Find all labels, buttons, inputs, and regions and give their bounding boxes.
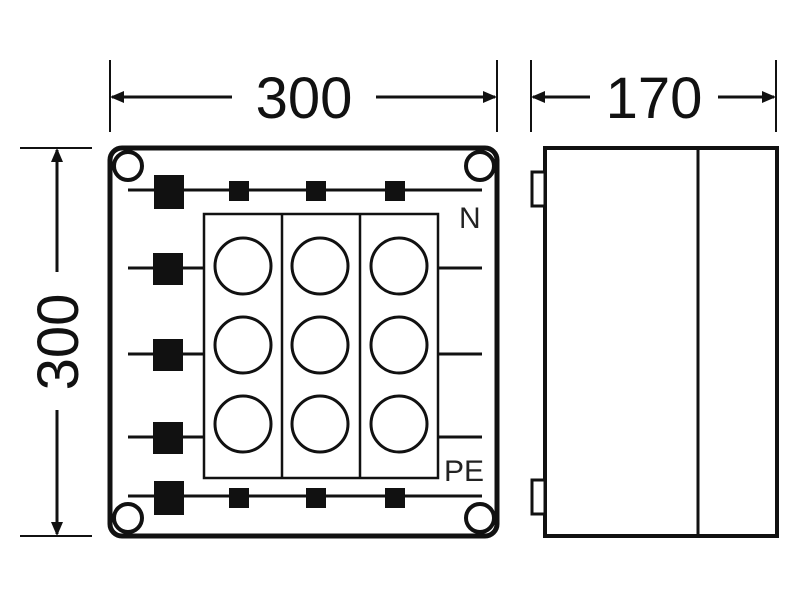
hinge-icon: [530, 478, 547, 516]
neutral-label: N: [459, 202, 481, 235]
terminal-block: [153, 339, 183, 371]
front-width-value: 300: [256, 66, 353, 131]
side-depth-value: 170: [606, 66, 703, 131]
front-height-dimension: 300: [20, 147, 92, 537]
terminal-block: [153, 422, 183, 454]
busbar-terminal-small: [385, 181, 405, 201]
fuse-holder-icon: [213, 315, 273, 375]
side-depth-dimension: 170: [530, 60, 777, 132]
busbar-terminal-small: [306, 181, 326, 201]
pe-busbar: [128, 481, 482, 515]
phase-row-1: [128, 253, 482, 285]
busbar-terminal-small: [385, 488, 405, 508]
busbar-terminal-small: [229, 181, 249, 201]
hinge-icon: [530, 170, 547, 208]
phase-row-3: [128, 422, 482, 454]
fuse-holder-icon: [369, 394, 429, 454]
front-height-value: 300: [26, 294, 91, 391]
fuse-holder-icon: [369, 315, 429, 375]
enclosure-outline: [107, 145, 500, 539]
busbar-terminal-large: [154, 481, 184, 515]
fuse-holder-icon: [213, 236, 273, 296]
pe-label: PE: [444, 455, 484, 488]
corner-screw-icon: [464, 502, 496, 534]
corner-screw-icon: [464, 150, 496, 182]
fuse-holder-icon: [290, 315, 350, 375]
terminal-block: [153, 253, 183, 285]
fuse-holder-icon: [290, 236, 350, 296]
front-width-dimension: 300: [109, 60, 498, 132]
side-outline: [543, 146, 779, 538]
phase-row-2: [128, 339, 482, 371]
fuse-holder-icon: [369, 236, 429, 296]
neutral-busbar: [128, 175, 482, 209]
corner-screw-icon: [112, 150, 144, 182]
busbar-terminal-small: [306, 488, 326, 508]
fuse-holder-icon: [290, 394, 350, 454]
fuse-holder-block: [202, 212, 440, 480]
corner-screw-icon: [112, 502, 144, 534]
front-view: N PE: [107, 145, 500, 539]
side-view: [530, 146, 779, 538]
fuse-holder-icon: [213, 394, 273, 454]
busbar-terminal-small: [229, 488, 249, 508]
busbar-terminal-large: [154, 175, 184, 209]
